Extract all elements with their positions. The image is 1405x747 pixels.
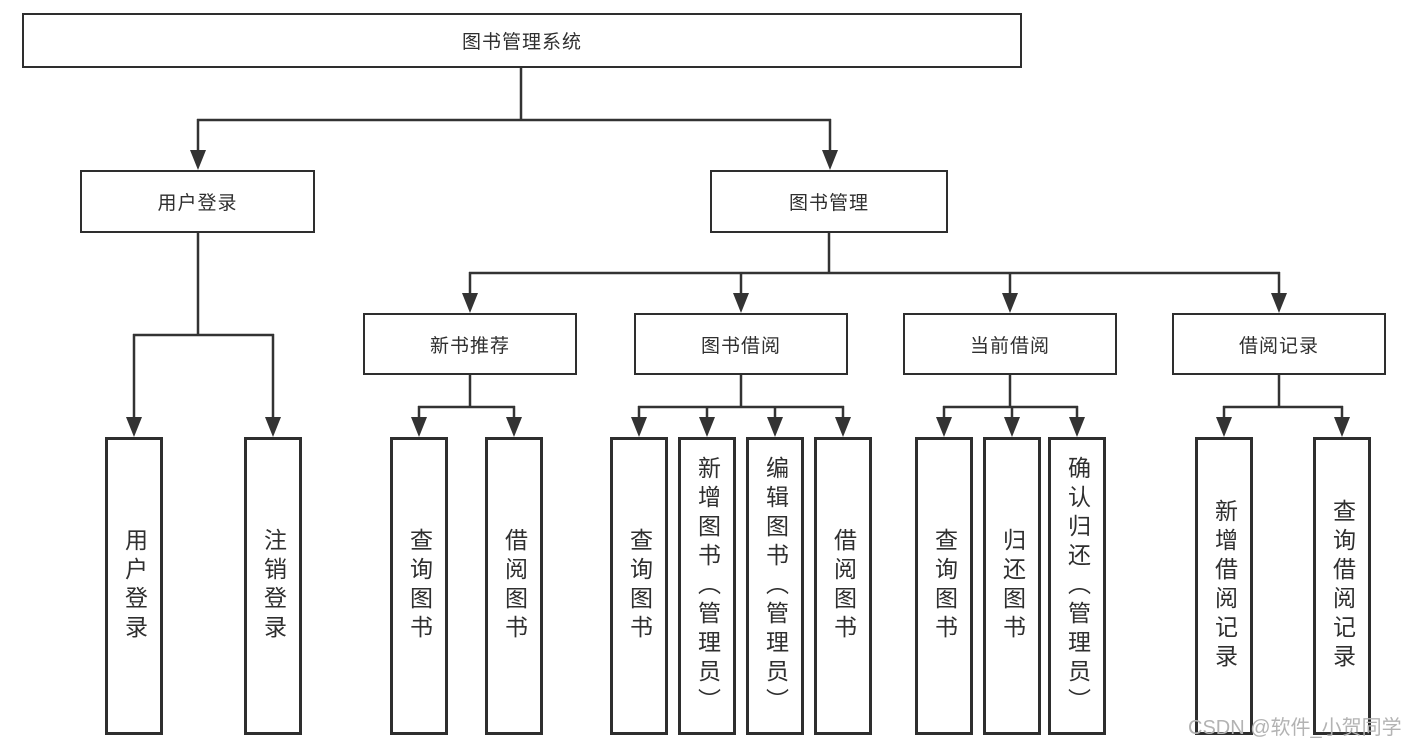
node-cb-return-books: 归还图书 [983,437,1041,735]
node-user-login-leaf-label: 用户登录 [121,528,148,644]
node-logout: 注销登录 [244,437,302,735]
node-cb-query-books-label: 查询图书 [931,528,958,644]
node-cb-confirm-return-label: 确认归还（管理员） [1064,455,1091,717]
csdn-watermark: CSDN @软件_小贺同学 [1188,717,1402,739]
node-bb-query-books-label: 查询图书 [626,528,653,644]
node-bb-borrow-books: 借阅图书 [814,437,872,735]
node-user-login-leaf: 用户登录 [105,437,163,735]
node-book-borrow: 图书借阅 [634,313,848,375]
node-borrow-records: 借阅记录 [1172,313,1386,375]
node-root: 图书管理系统 [22,13,1022,68]
node-bb-add-books: 新增图书（管理员） [678,437,736,735]
node-bb-edit-books-label: 编辑图书（管理员） [762,455,789,717]
node-bb-edit-books: 编辑图书（管理员） [746,437,804,735]
node-user-login: 用户登录 [80,170,315,233]
node-bb-borrow-books-label: 借阅图书 [830,528,857,644]
node-cb-confirm-return: 确认归还（管理员） [1048,437,1106,735]
node-nb-borrow-books-label: 借阅图书 [501,528,528,644]
node-nb-query-books: 查询图书 [390,437,448,735]
node-nb-query-books-label: 查询图书 [406,528,433,644]
node-br-add-record-label: 新增借阅记录 [1211,499,1238,673]
node-br-query-record-label: 查询借阅记录 [1329,499,1356,673]
node-br-query-record: 查询借阅记录 [1313,437,1371,735]
node-cb-return-books-label: 归还图书 [999,528,1026,644]
node-br-add-record: 新增借阅记录 [1195,437,1253,735]
node-new-book-recommend: 新书推荐 [363,313,577,375]
node-cb-query-books: 查询图书 [915,437,973,735]
node-bb-add-books-label: 新增图书（管理员） [694,455,721,717]
node-current-borrow: 当前借阅 [903,313,1117,375]
node-book-management: 图书管理 [710,170,948,233]
node-bb-query-books: 查询图书 [610,437,668,735]
node-nb-borrow-books: 借阅图书 [485,437,543,735]
node-logout-label: 注销登录 [260,528,287,644]
